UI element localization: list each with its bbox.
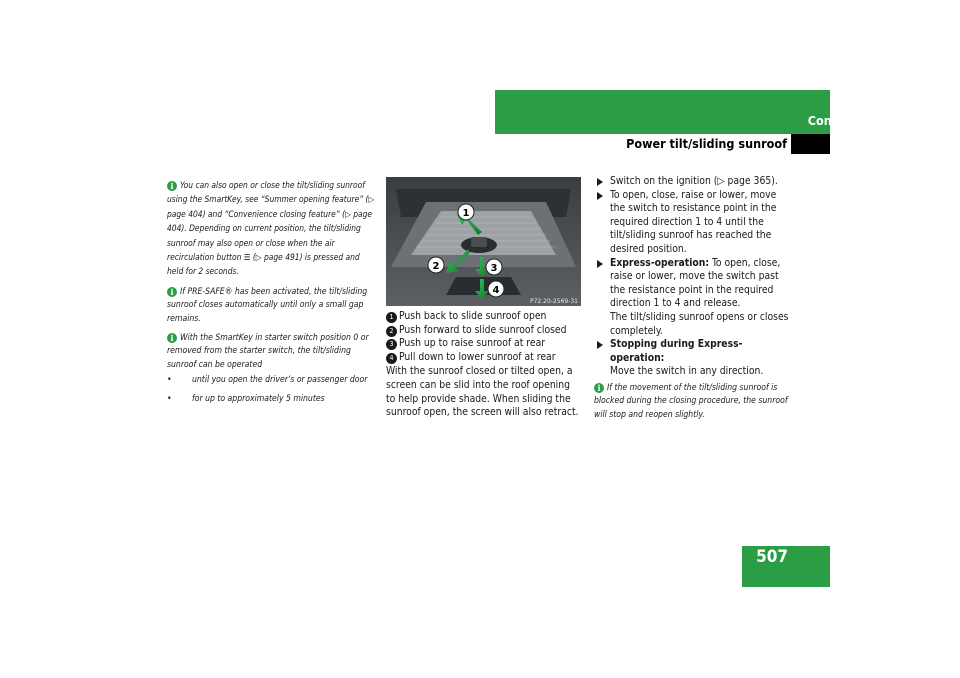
page-number: 507 xyxy=(756,547,788,567)
list-item: for up to approximately 5 minutes xyxy=(167,393,375,407)
page-number-box xyxy=(742,546,830,587)
sunroof-switch-photo: 1 2 3 4 P72.20-2569-31 xyxy=(386,177,581,306)
info-icon: i xyxy=(167,333,177,344)
callout-2: 2 xyxy=(433,261,440,272)
instructions-column: Switch on the ignition (▷ page 365). To … xyxy=(594,175,790,422)
page-subtitle: Power tilt/sliding sunroof xyxy=(626,136,787,151)
header-band xyxy=(495,90,830,134)
step-switch-ignition: Switch on the ignition (▷ page 365). xyxy=(594,175,790,189)
list-item: until you open the driver’s or passenger… xyxy=(167,374,375,388)
express-result: The tilt/sliding sunroof opens or closes… xyxy=(610,310,789,337)
step-express-operation: Express-operation: To open, close, raise… xyxy=(594,257,790,311)
header-tab xyxy=(791,134,830,154)
callout-4: 4 xyxy=(493,285,500,296)
step-stopping-express: Stopping during Express-operation:Move t… xyxy=(594,338,790,379)
section-title: Controls in detail xyxy=(807,113,917,128)
figure-code: P72.20-2569-31 xyxy=(530,298,578,305)
step-move-switch: To open, close, raise or lower, move the… xyxy=(594,189,790,257)
callout-3: 3 xyxy=(491,263,498,274)
shade-paragraph: With the sunroof closed or tilted open, … xyxy=(386,365,579,419)
info-icon: i xyxy=(167,286,177,297)
info-icon: i xyxy=(594,382,604,393)
sunroof-switch-illustration: 1 2 3 4 P72.20-2569-31 xyxy=(386,177,581,306)
note-3-list: until you open the driver’s or passenger… xyxy=(167,374,375,406)
info-icon: i xyxy=(167,181,177,191)
callout-1: 1 xyxy=(463,208,470,219)
